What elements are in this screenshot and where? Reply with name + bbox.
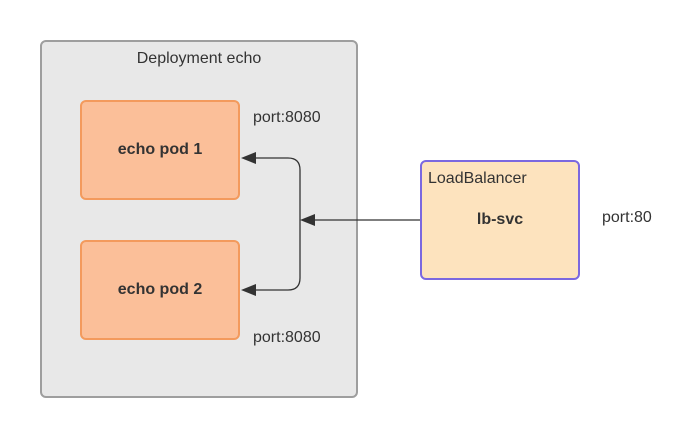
service-port-label: port:80 xyxy=(602,209,652,226)
pod-2-port-label: port:8080 xyxy=(253,329,321,346)
load-balancer-node[interactable]: LoadBalancer lb-svc xyxy=(420,160,580,280)
connector-to-pod-2 xyxy=(254,220,301,291)
pod-label-1: echo pod 1 xyxy=(117,141,203,158)
arrowhead-pod-2 xyxy=(241,284,256,296)
pod-node-2[interactable]: echo pod 2 xyxy=(80,240,240,340)
service-type-label: LoadBalancer xyxy=(428,170,527,187)
pod-node-1[interactable]: echo pod 1 xyxy=(80,100,240,200)
pod-label-2: echo pod 2 xyxy=(117,281,203,298)
arrowhead-junction xyxy=(300,214,315,226)
arrowhead-pod-1 xyxy=(241,152,256,164)
connector-to-pod-1 xyxy=(254,157,301,220)
service-name-label: lb-svc xyxy=(476,211,524,228)
pod-1-port-label: port:8080 xyxy=(253,109,321,126)
deployment-title: Deployment echo xyxy=(136,50,262,67)
